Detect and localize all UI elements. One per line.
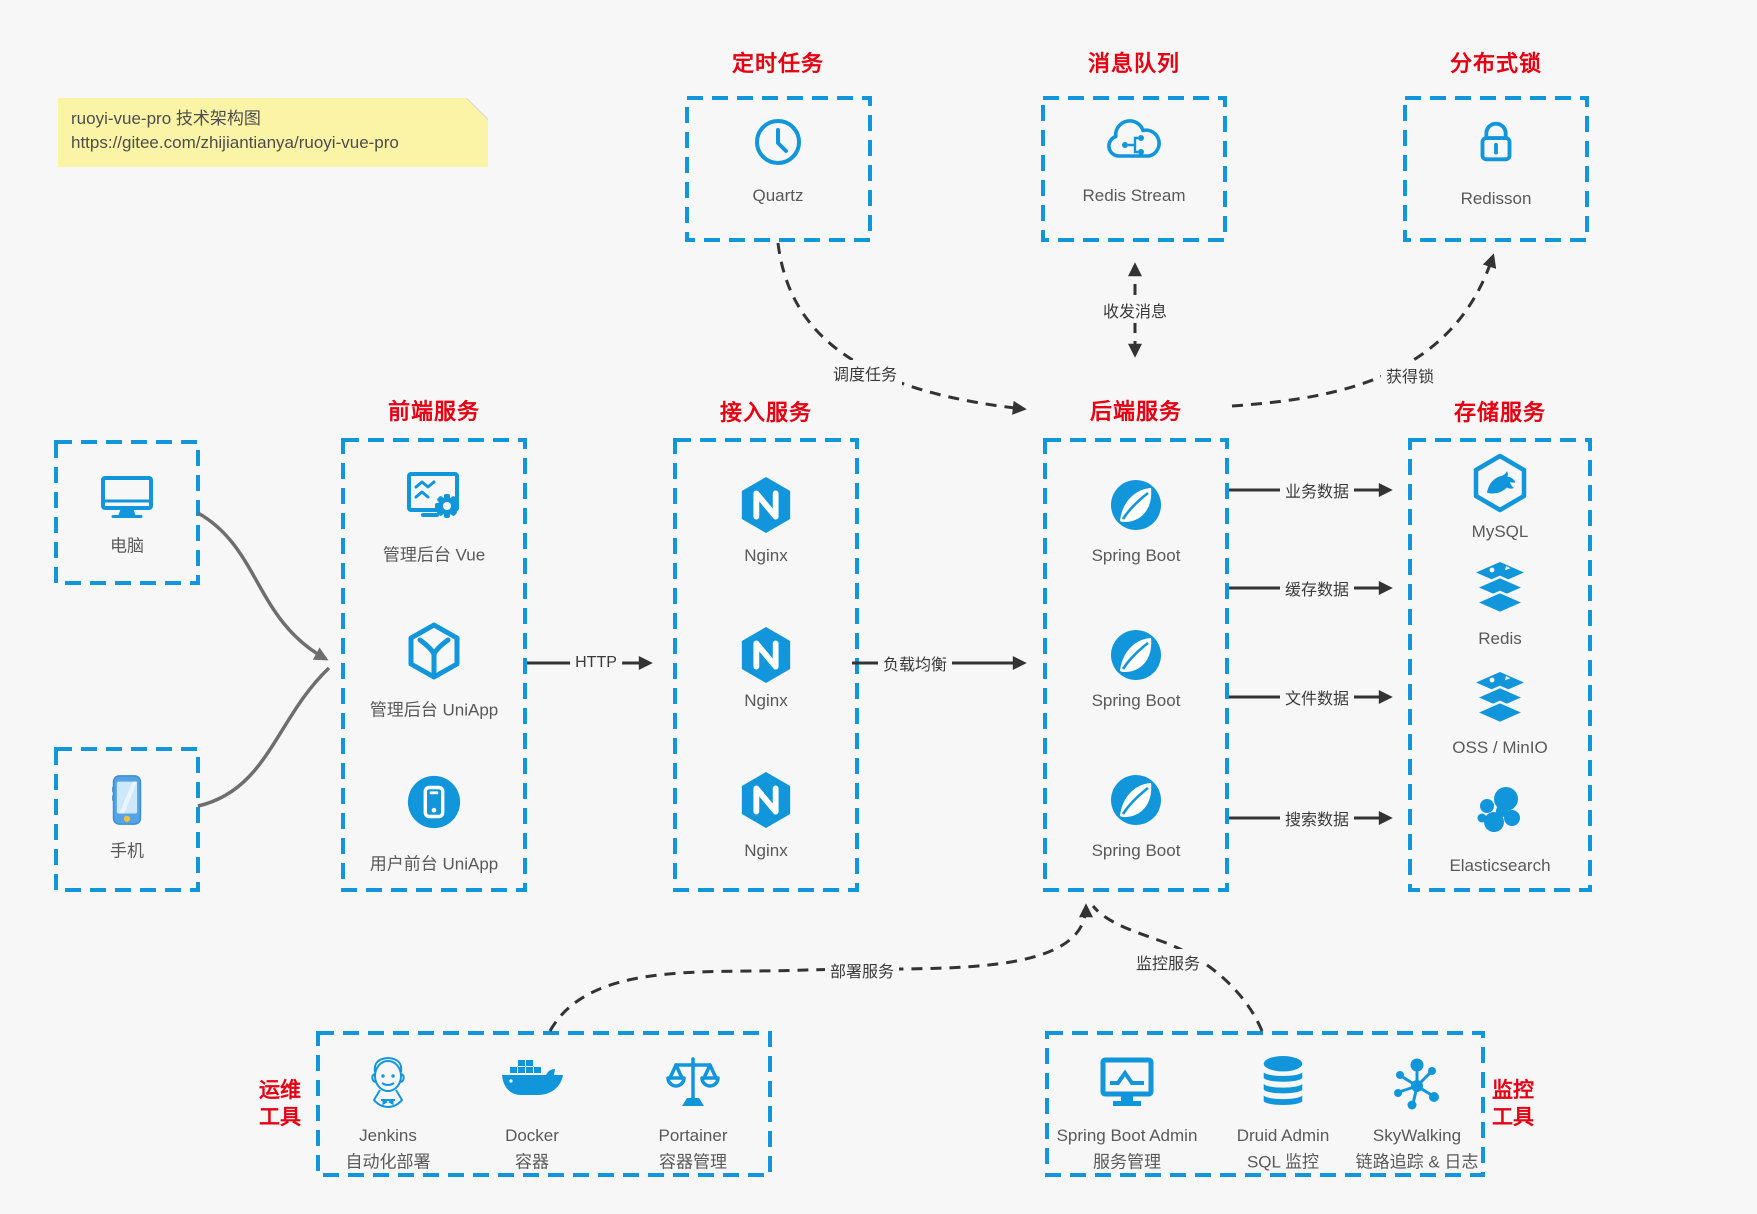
edge-label-schedule: 调度任务 [827,360,903,386]
node-label-quartz: Quartz [752,186,804,205]
edge-label-messages: 收发消息 [1097,297,1173,323]
node-label-docker: Docker [505,1126,559,1145]
group-title-distributed-lock: 分布式锁 [1449,51,1543,76]
node-label-jenkins: Jenkins [359,1126,417,1145]
node-desc-docker: 容器 [515,1152,549,1172]
spring-boot-icon [1111,480,1161,530]
mysql-icon [1473,453,1527,513]
nginx-icon [741,476,791,534]
edge-label-load-balance: 负载均衡 [877,650,953,676]
node-desc-druid-admin: SQL 监控 [1246,1152,1320,1172]
smartphone-icon [112,775,142,825]
node-label-elasticsearch: Elasticsearch [1449,856,1551,875]
uniapp-app-icon [407,775,461,829]
devops-title-line1: 运维 [259,1079,301,1102]
note-url: https://gitee.com/zhijiantianya/ruoyi-vu… [71,133,399,152]
node-label-redis: Redis [1478,629,1522,648]
admin-vue-icon [407,472,459,518]
node-desc-portainer: 容器管理 [659,1152,727,1172]
oss-minio-icon [1472,672,1528,725]
node-label-portainer: Portainer [658,1126,728,1145]
node-label-nginx-3: Nginx [744,841,788,860]
edge-label-business-data: 业务数据 [1279,477,1355,503]
monitor-title-line1: 监控 [1492,1079,1534,1102]
node-label-spring-boot-admin: Spring Boot Admin [1056,1126,1198,1145]
node-label-admin-vue: 管理后台 Vue [382,545,486,565]
node-label-spring-2: Spring Boot [1091,691,1181,710]
edge-label-deploy: 部署服务 [824,957,900,983]
nginx-icon [741,626,791,684]
node-label-spring-3: Spring Boot [1091,841,1181,860]
node-desc-spring-boot-admin: 服务管理 [1093,1152,1161,1172]
druid-icon [1263,1056,1303,1105]
node-label-oss-minio: OSS / MinIO [1452,738,1548,757]
group-title-access: 接入服务 [719,400,813,425]
node-label-spring-1: Spring Boot [1091,546,1181,565]
docker-icon [502,1060,563,1095]
skywalking-icon [1394,1058,1439,1110]
desktop-icon [101,476,153,518]
edge-label-http: HTTP [570,653,622,673]
spring-boot-icon [1111,630,1161,680]
node-label-nginx-2: Nginx [744,691,788,710]
group-title-frontend: 前端服务 [387,399,481,424]
node-label-pc: 电脑 [110,536,144,556]
node-label-admin-uniapp: 管理后台 UniApp [369,700,499,720]
jenkins-icon [371,1056,405,1109]
group-title-scheduled-tasks: 定时任务 [731,51,825,76]
devops-title-line2: 工具 [259,1106,301,1129]
group-title-backend: 后端服务 [1089,399,1183,424]
redis-icon [1472,562,1528,615]
uniapp-cube-icon [408,622,460,680]
edge-label-search-data: 搜索数据 [1279,805,1355,831]
group-title-storage: 存储服务 [1453,400,1547,425]
portainer-icon [666,1057,720,1106]
node-label-redis-stream: Redis Stream [1082,186,1186,205]
note-fold-cut [466,97,489,120]
title-note: ruoyi-vue-pro 技术架构图 https://gitee.com/zh… [58,97,489,167]
node-label-mysql: MySQL [1471,522,1529,541]
cloud-network-icon [1107,119,1161,158]
note-title: ruoyi-vue-pro 技术架构图 [71,109,261,128]
nginx-icon [741,771,791,829]
group-title-monitor-tools: 监控 工具 [1492,1077,1534,1131]
spring-boot-icon [1111,775,1161,825]
elasticsearch-icon [1477,787,1520,832]
node-label-user-uniapp: 用户前台 UniApp [369,854,499,874]
node-label-mobile: 手机 [110,841,144,861]
edge-label-acquire-lock: 获得锁 [1380,362,1440,388]
node-label-skywalking: SkyWalking [1372,1126,1462,1145]
spring-boot-admin-icon [1100,1057,1154,1106]
node-label-druid-admin: Druid Admin [1236,1126,1330,1145]
clock-icon [755,119,801,165]
node-label-nginx-1: Nginx [744,546,788,565]
edge-label-file-data: 文件数据 [1279,684,1355,710]
group-title-message-queue: 消息队列 [1087,51,1181,76]
edge-label-cache-data: 缓存数据 [1279,575,1355,601]
group-title-devops-tools: 运维 工具 [259,1077,301,1131]
lock-icon [1480,121,1512,162]
monitor-title-line2: 工具 [1492,1106,1534,1129]
node-desc-skywalking: 链路追踪 & 日志 [1355,1152,1479,1172]
node-desc-jenkins: 自动化部署 [345,1152,431,1172]
edge-label-monitor: 监控服务 [1130,949,1206,975]
node-label-redisson: Redisson [1460,189,1532,208]
